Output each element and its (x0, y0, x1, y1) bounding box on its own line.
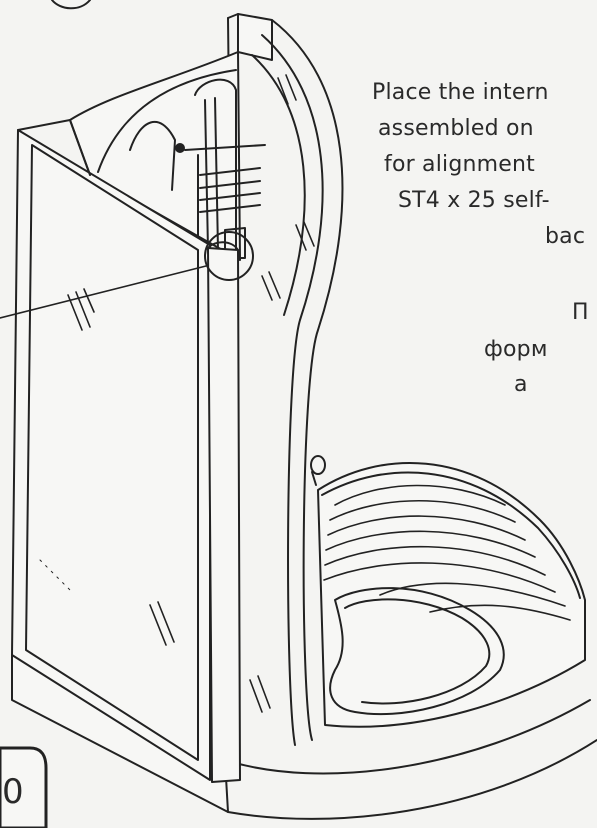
instruction-ru-line-1: П (572, 300, 589, 325)
instruction-line-3: for alignment (384, 152, 535, 177)
curved-door-outer (271, 19, 344, 741)
interior-panel (69, 51, 266, 261)
front-post (207, 241, 241, 783)
rear-column (237, 13, 273, 61)
instruction-line-5: bac (545, 224, 586, 249)
instruction-ru-line-3: а (514, 372, 528, 397)
instruction-line-2: assembled on (378, 116, 534, 141)
tray-drain-recess (329, 587, 505, 716)
front-glass-panel (11, 119, 211, 781)
instruction-line-4: ST4 x 25 self- (398, 188, 550, 213)
tray-slats (323, 484, 571, 621)
glass-reflections (67, 74, 315, 713)
top-ornament (51, 0, 91, 10)
instruction-line-1: Place the intern (372, 80, 549, 105)
page-label: 0 (2, 772, 24, 812)
detail-callout-circle (204, 231, 254, 281)
instruction-ru-line-2: форм (484, 337, 548, 362)
door-knob (310, 455, 326, 475)
shower-tray (317, 462, 586, 728)
page-tab (0, 746, 48, 828)
callout-leader-line (0, 265, 207, 319)
